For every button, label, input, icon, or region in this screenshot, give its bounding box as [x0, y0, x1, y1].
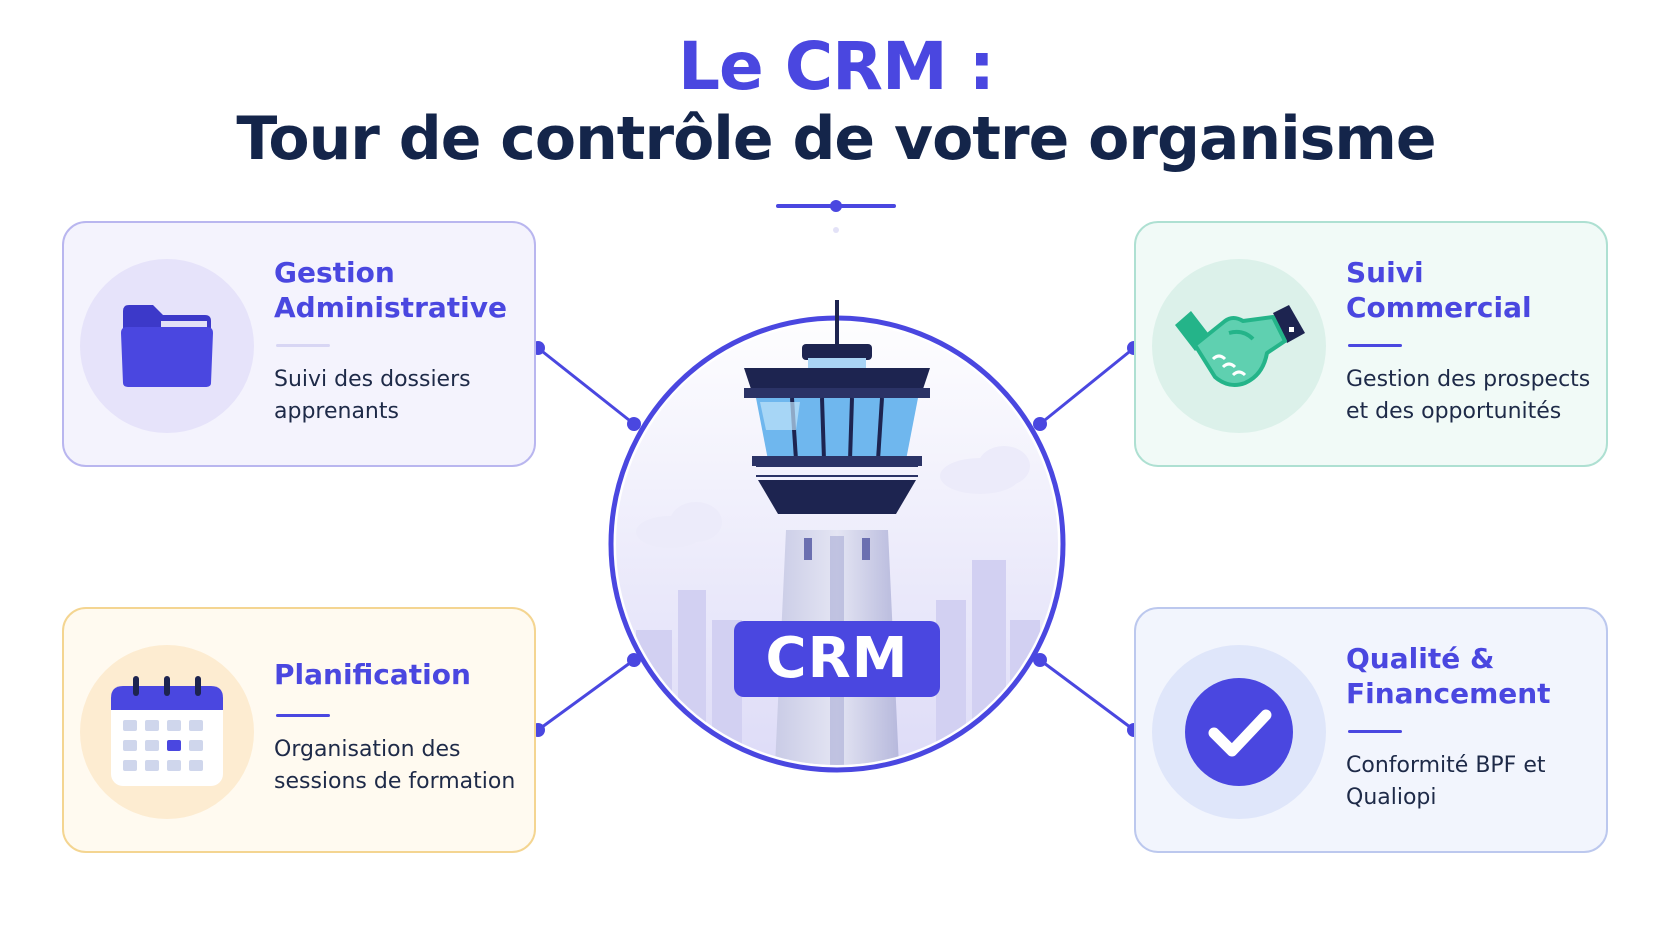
connector-dot — [627, 417, 641, 431]
card-description: Gestion des prospects et des opportunité… — [1346, 367, 1591, 424]
connector-dot — [627, 653, 641, 667]
title-divider — [776, 200, 896, 233]
icon-disc — [80, 259, 254, 433]
card-description: Suivi des dossiers apprenants — [274, 367, 471, 424]
icon-disc — [1152, 645, 1326, 819]
title-line-2: Tour de contrôle de votre organisme — [236, 104, 1436, 174]
card-title: Suivi Commercial — [1346, 256, 1532, 324]
calendar-icon — [111, 676, 223, 786]
card-title: Gestion Administrative — [274, 256, 507, 324]
card-divider — [276, 344, 330, 347]
card-suivi-commercial: Suivi Commercial Gestion des prospects e… — [1134, 221, 1608, 467]
card-title: Planification — [274, 658, 471, 691]
folder-icon — [121, 305, 213, 387]
connector-dot — [1033, 417, 1047, 431]
connector-admin — [537, 346, 635, 426]
control-tower-icon — [616, 260, 1058, 765]
card-title: Qualité & Financement — [1346, 642, 1551, 710]
card-gestion-administrative: Gestion Administrative Suivi des dossier… — [62, 221, 536, 467]
crm-label: CRM — [734, 621, 940, 697]
icon-disc — [80, 645, 254, 819]
card-qualite-financement: Qualité & Financement Conformité BPF et … — [1134, 607, 1608, 853]
check-circle-icon — [1185, 678, 1293, 786]
card-divider — [1348, 344, 1402, 347]
connector-commercial — [1039, 346, 1135, 426]
card-description: Organisation des sessions de formation — [274, 737, 516, 794]
handshake-icon — [1175, 305, 1305, 387]
icon-disc — [1152, 259, 1326, 433]
connector-dot — [1033, 653, 1047, 667]
card-planification: Planification Organisation des sessions … — [62, 607, 536, 853]
connector-planning — [537, 658, 635, 732]
card-divider — [1348, 730, 1402, 733]
card-divider — [276, 714, 330, 717]
center-hub: CRM — [600, 260, 1074, 788]
title-line-1: Le CRM : — [677, 28, 995, 105]
connector-quality — [1039, 658, 1135, 732]
card-description: Conformité BPF et Qualiopi — [1346, 753, 1546, 810]
